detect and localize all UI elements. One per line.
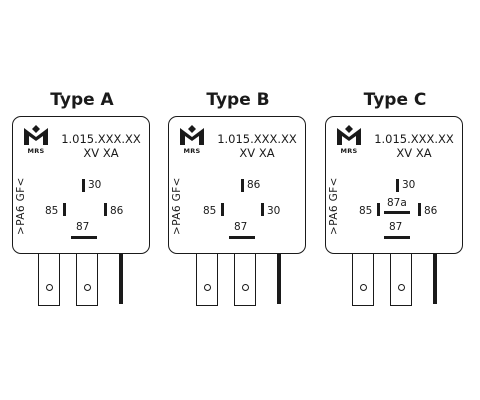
pin-85-label: 85 [359,205,373,217]
pin-86-symbol [418,203,421,216]
pin-85-symbol [63,203,66,216]
pin-87-symbol [229,236,255,239]
relay-type-b: Type B MRS 1.015.XXX.XX XV XA >PA6 GF< 8… [168,88,308,313]
material-marking: >PA6 GF< [171,177,183,235]
terminal-hole [398,284,405,291]
pin-30-label: 30 [267,205,281,217]
part-number: 1.015.XXX.XX XV XA [368,132,460,160]
part-number-line: 1.015.XXX.XX [217,132,297,146]
brand-name: MRS [183,147,201,155]
pin-86-label: 86 [110,205,124,217]
pin-87-label: 87 [76,221,90,233]
pin-30-label: 30 [88,179,102,191]
relay-title: Type C [363,90,427,110]
material-marking: >PA6 GF< [328,177,340,235]
relay-housing: MRS 1.015.XXX.XX XV XA >PA6 GF< 86 85 30… [168,116,306,254]
pin-87-symbol [384,236,410,239]
terminal-blade [119,254,123,304]
terminal-blade [277,254,281,304]
pin-30-label: 30 [402,179,416,191]
pin-86-symbol [241,179,244,192]
relay-housing: MRS 1.015.XXX.XX XV XA >PA6 GF< 30 85 87… [325,116,463,254]
material-marking: >PA6 GF< [15,177,27,235]
part-variant-line: XV XA [83,146,119,160]
terminal-tab [76,254,98,306]
part-number-line: 1.015.XXX.XX [374,132,454,146]
pin-86-symbol [104,203,107,216]
pin-87-label: 87 [234,221,248,233]
pin-87-label: 87 [389,221,403,233]
pin-87a-symbol [384,211,410,214]
terminal-tab [234,254,256,306]
terminal-tab [196,254,218,306]
pin-85-label: 85 [45,205,59,217]
relay-title: Type A [50,90,114,110]
terminal-hole [84,284,91,291]
terminal-tab [352,254,374,306]
mrs-logo: MRS [23,125,49,155]
relay-housing: MRS 1.015.XXX.XX XV XA >PA6 GF< 30 85 86… [12,116,150,254]
mrs-logo: MRS [336,125,362,155]
pin-30-symbol [261,203,264,216]
relay-title: Type B [206,90,270,110]
part-number: 1.015.XXX.XX XV XA [211,132,303,160]
mrs-logo: MRS [179,125,205,155]
pin-87a-label: 87a [387,197,407,209]
relay-type-c: Type C MRS 1.015.XXX.XX XV XA >PA6 GF< 3… [325,88,465,313]
terminal-hole [360,284,367,291]
terminal-hole [46,284,53,291]
part-variant-line: XV XA [239,146,275,160]
relay-type-a: Type A MRS 1.015.XXX.XX XV XA >PA6 GF< 3… [12,88,152,313]
brand-name: MRS [340,147,358,155]
pin-30-symbol [82,179,85,192]
terminal-hole [204,284,211,291]
part-variant-line: XV XA [396,146,432,160]
terminal-tab [38,254,60,306]
terminal-blade [433,254,437,304]
pin-85-symbol [377,203,380,216]
pin-85-symbol [221,203,224,216]
terminal-tab [390,254,412,306]
terminal-hole [242,284,249,291]
part-number: 1.015.XXX.XX XV XA [55,132,147,160]
pin-86-label: 86 [424,205,438,217]
pin-85-label: 85 [203,205,217,217]
part-number-line: 1.015.XXX.XX [61,132,141,146]
pin-87-symbol [71,236,97,239]
brand-name: MRS [27,147,45,155]
pin-30-symbol [396,179,399,192]
pin-86-label: 86 [247,179,261,191]
